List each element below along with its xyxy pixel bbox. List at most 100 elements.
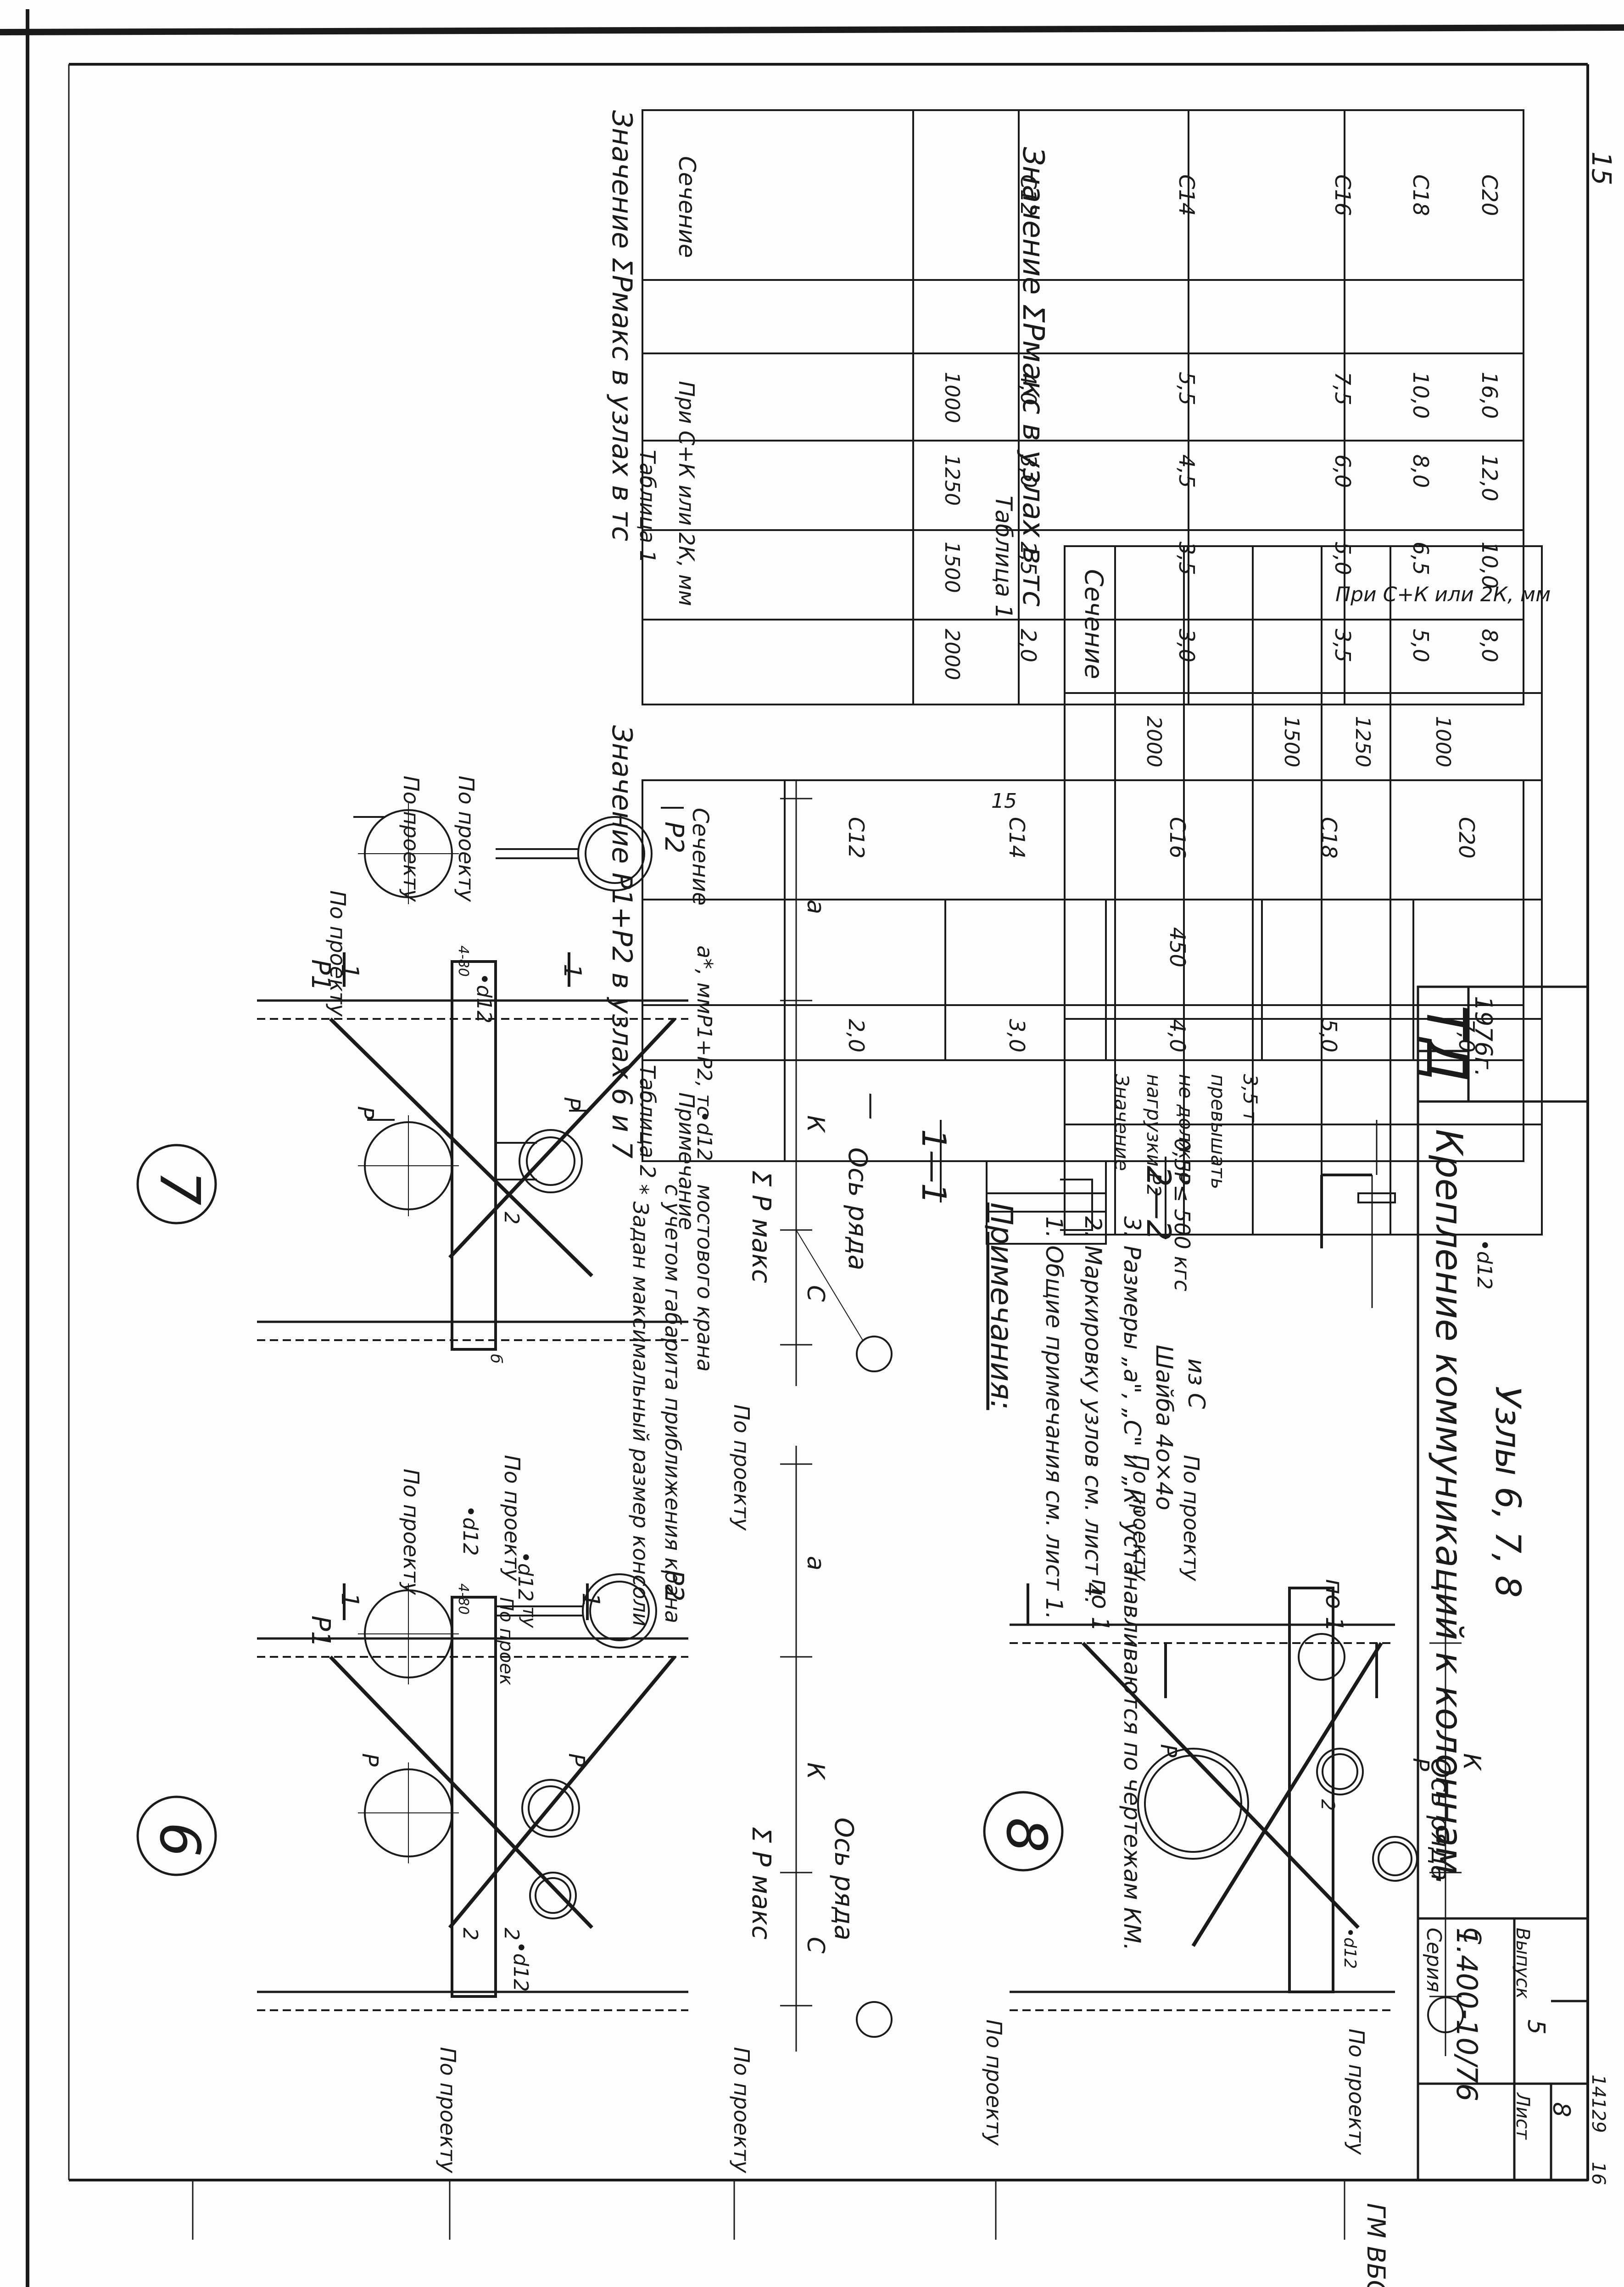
node-7-p1: Р1 <box>306 959 335 991</box>
table-2-row-p: 3,0 <box>1005 1019 1029 1052</box>
table-2-row-p: 7,0 <box>1454 1019 1479 1052</box>
table-1-row-section: С12 <box>1016 174 1041 216</box>
node-6-p-left: Р <box>357 1753 383 1767</box>
table-2-note-line: Значение <box>1111 1074 1133 1171</box>
table-1-cell: 3,5 <box>1330 629 1355 662</box>
table-1-cell: 4,5 <box>1174 454 1199 488</box>
section-2-2-title: 2—2 <box>1139 1166 1178 1241</box>
node-6-dim-k: К <box>802 1762 829 1780</box>
node-7-p2: Р2 <box>659 822 689 853</box>
table-2-row-a: 450 <box>1165 927 1190 967</box>
node-6-sum-p: Σ Р макс <box>746 1827 776 1940</box>
node-6-number: 6 <box>147 1822 211 1857</box>
node-8-po-proektu-d: По проекту <box>1179 1455 1204 1582</box>
node-7-labels: 7 Ось ряда Σ Р макс а К С По проекту По … <box>136 776 872 1531</box>
table-2-note-line: не должно <box>1175 1074 1197 1184</box>
table-2-row-section: С14 <box>1005 817 1029 859</box>
node-6-d12-c: •d12 <box>509 1941 532 1992</box>
table-1-number-text: Таблица 1 <box>635 450 660 563</box>
table-1-header-group: При С+К или 2К, мм <box>1335 583 1551 606</box>
node-8-dim-c: С <box>1458 1928 1485 1945</box>
title-block-sheet-label: Лист <box>1512 2092 1533 2140</box>
node-7-axis-label: Ось ряда <box>843 1147 872 1270</box>
node-8-number: 8 <box>994 1817 1058 1852</box>
node-7-badge <box>136 1144 217 1225</box>
table-1-cell: 16,0 <box>1477 372 1502 419</box>
table-1-number: Таблица 1 <box>990 496 1017 619</box>
node-6-plate: 4-80 <box>455 1583 471 1615</box>
table-2-note-line: нагрузки Р2 <box>1143 1074 1165 1197</box>
notes: Примечания:1. Общие примечания см. лист … <box>984 1202 1145 1951</box>
node-6-po-proektu-b: По проекту <box>500 1455 525 1582</box>
title-block-series-label: Серия <box>1422 1928 1445 1992</box>
node-8-po-proektu-c: По проекту <box>1128 1455 1153 1582</box>
sheet-frame <box>0 9 1624 2287</box>
node-8-po-proektu-b: По проекту <box>1344 2029 1369 2155</box>
node-6-dim-a: а <box>802 1556 829 1571</box>
node-7-dim-a: а <box>802 900 829 914</box>
node-8-section-2: 2 <box>1317 1799 1338 1811</box>
node-8-p-right: Р <box>1408 1758 1434 1771</box>
node-8-p-left: Р <box>1155 1744 1181 1757</box>
margin-stamp-text: ГМ ВБОКЕР <box>1362 2203 1390 2287</box>
table-1-header-1000: 1000 <box>1431 716 1455 767</box>
node-8-po1-top: по 1 <box>1086 1579 1114 1632</box>
title-block-subtitle: Узлы 6, 7, 8 <box>1488 1386 1529 1598</box>
node-6-tu: ту <box>519 1606 540 1628</box>
margin-stamp: ГМ ВБОКЕР <box>1362 2203 1390 2287</box>
sheet-number-label: 15 <box>1586 151 1617 185</box>
table-2-caption: Значение Р1+Р2 в узлах 6 и 7 <box>606 725 638 1158</box>
title-block-title: Крепление коммуникаций к колоннам. <box>1428 1129 1470 1886</box>
table-1-header-2000: 2000 <box>1142 716 1166 767</box>
node-6-p2: Р2 <box>659 1570 689 1601</box>
title-block-series: 1.400-10/76 <box>1450 1928 1484 2102</box>
node-7-dim-c: С <box>802 1285 829 1302</box>
node-7-p-left: Р <box>352 1106 378 1119</box>
node-6-section-1-top: 1 <box>336 1593 363 1608</box>
node-8-badge <box>983 1791 1064 1872</box>
node-7-po-proektu-low: По проекту <box>454 776 479 902</box>
node-7-po-proektu-top: По проекту <box>325 890 350 1017</box>
footnote-line: * Задан максимальный размер консоли <box>628 1184 653 1627</box>
table-2-row-p: 2,0 <box>844 1019 869 1052</box>
node-7-section-1-bottom: 1 <box>558 964 586 979</box>
node-6-d12-b: •d12 <box>513 1551 537 1602</box>
title-block-issue: 5 <box>1522 2019 1550 2035</box>
footnote-line: с учетом габарита приближения крана <box>660 1184 685 1623</box>
table-1-row-section: С20 <box>1477 174 1502 216</box>
table-2-note-line: превышать <box>1207 1074 1229 1189</box>
table-1-row-section: С14 <box>1174 174 1199 216</box>
node-6-drawing <box>257 1446 1029 2052</box>
title-block-logo: ТД <box>1414 1005 1478 1082</box>
table-1-cell: 8,0 <box>1408 454 1433 488</box>
node-6-badge <box>136 1795 217 1876</box>
footnote-line: мостового крана <box>692 1184 717 1372</box>
table-1-cell: 3,0 <box>1016 454 1041 488</box>
node-8-d12: •d12 <box>1340 1928 1359 1969</box>
table-2-row-p: 4,0 <box>1165 1019 1190 1052</box>
node-7-po-proektu-mid: По проекту <box>399 776 424 902</box>
sheet-number: 15 <box>991 789 1017 813</box>
node-6-p1: Р1 <box>306 1616 335 1647</box>
node-6-d12-a: •d12 <box>458 1505 482 1556</box>
node-7-drawing <box>257 780 893 1386</box>
table-1-cell: 4,0 <box>1016 372 1041 405</box>
node-7-weld-b: б <box>487 1354 505 1364</box>
node-6-dim-c: С <box>802 1937 829 1954</box>
table-2-col-note: Примечание <box>674 1092 699 1230</box>
archive-number: 14129 <box>1588 2075 1609 2133</box>
section-labels: 1—1 2—2 Шайба 4о×4о из С 0,5Р≤ 500 кгс •… <box>915 1120 1496 1510</box>
table-1-span-header: 1250 <box>940 454 964 506</box>
notes-item: 2. Маркировку узлов см. лист 4. <box>1080 1216 1106 1604</box>
washer-material: из С <box>1183 1359 1210 1409</box>
table-2-row-section: С18 <box>1317 817 1341 859</box>
load-limit: 0,5Р≤ 500 кгс <box>1170 1138 1194 1292</box>
node-7-dim-k: К <box>802 1115 829 1133</box>
section-1-1-title: 1—1 <box>915 1129 953 1204</box>
table-1-row-section: С18 <box>1408 174 1433 216</box>
table-2-col-p: Р1+Р2, тс <box>692 1014 716 1117</box>
table-1-cell: 5,0 <box>1330 542 1355 575</box>
